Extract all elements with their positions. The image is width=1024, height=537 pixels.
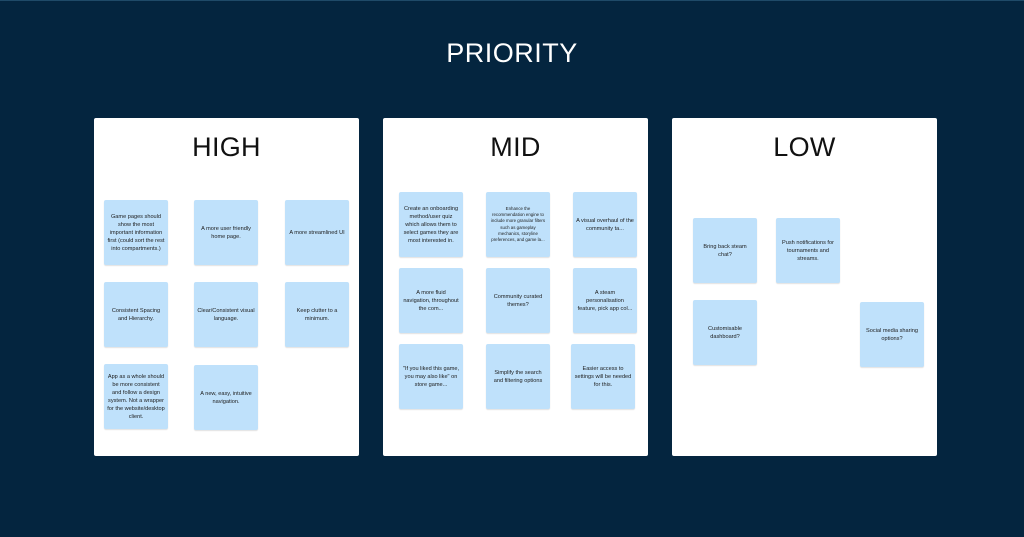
sticky-note[interactable]: Clear/Consistent visual language. — [194, 282, 258, 347]
sticky-note[interactable]: Bring back steam chat? — [693, 218, 757, 283]
sticky-note-text: Keep clutter to a minimum. — [296, 307, 338, 322]
sticky-note-text: Customisable dashboard? — [708, 325, 742, 340]
board-title-mid: MID — [490, 132, 541, 162]
sticky-note[interactable]: Easier access to settings will be needed… — [571, 344, 635, 409]
sticky-note-text: A steam personalisation feature, pick ap… — [577, 289, 633, 312]
board-title-low: LOW — [773, 132, 836, 162]
sticky-note[interactable]: "If you liked this game, you may also li… — [399, 344, 463, 409]
board-mid[interactable]: MID Create an onboarding method/user qui… — [383, 118, 648, 456]
sticky-note[interactable]: Customisable dashboard? — [693, 300, 757, 365]
sticky-note[interactable]: App as a whole should be more consistent… — [104, 364, 168, 429]
sticky-note[interactable]: Simplify the search and filtering option… — [486, 344, 550, 409]
sticky-note-text: Bring back steam chat? — [703, 243, 747, 258]
sticky-note[interactable]: A more streamlined UI — [285, 200, 349, 265]
sticky-note[interactable]: Social media sharing options? — [860, 302, 924, 367]
sticky-note[interactable]: Keep clutter to a minimum. — [285, 282, 349, 347]
sticky-note[interactable]: Push notifications for tournaments and s… — [776, 218, 840, 283]
sticky-note-text: A visual overhaul of the community ta... — [576, 217, 634, 232]
sticky-note[interactable]: A new, easy, intuitive navigation. — [194, 365, 258, 430]
board-low[interactable]: LOW Bring back steam chat? Push notifica… — [672, 118, 937, 456]
sticky-note-text: A new, easy, intuitive navigation. — [200, 390, 252, 405]
sticky-note-text: App as a whole should be more consistent… — [107, 373, 165, 420]
sticky-note-text: Enhance the recommendation engine to inc… — [490, 205, 546, 242]
sticky-note-text: Social media sharing options? — [866, 327, 918, 342]
sticky-note-text: Community curated themes? — [493, 293, 543, 308]
sticky-note-text: Game pages should show the most importan… — [107, 213, 165, 252]
board-high[interactable]: HIGH Game pages should show the most imp… — [94, 118, 359, 456]
sticky-note-text: Simplify the search and filtering option… — [493, 369, 543, 384]
sticky-note-text: Create an onboarding method/user quiz wh… — [403, 205, 459, 244]
sticky-note[interactable]: Create an onboarding method/user quiz wh… — [399, 192, 463, 257]
sticky-note-text: A more user friendly home page. — [201, 225, 251, 240]
sticky-note-text: Clear/Consistent visual language. — [197, 307, 255, 322]
sticky-note[interactable]: A more fluid navigation, throughout the … — [399, 268, 463, 333]
sticky-note[interactable]: Community curated themes? — [486, 268, 550, 333]
board-title-high: HIGH — [192, 132, 261, 162]
sticky-note-text: Easier access to settings will be needed… — [574, 365, 632, 388]
sticky-note[interactable]: A more user friendly home page. — [194, 200, 258, 265]
page-title: PRIORITY — [446, 38, 578, 68]
sticky-note[interactable]: A steam personalisation feature, pick ap… — [573, 268, 637, 333]
sticky-note-text: "If you liked this game, you may also li… — [402, 365, 460, 388]
sticky-note[interactable]: Game pages should show the most importan… — [104, 200, 168, 265]
sticky-note-text: Consistent Spacing and Hierarchy. — [111, 307, 161, 322]
sticky-note[interactable]: Enhance the recommendation engine to inc… — [486, 192, 550, 257]
sticky-note[interactable]: Consistent Spacing and Hierarchy. — [104, 282, 168, 347]
top-divider — [0, 0, 1024, 1]
sticky-note[interactable]: A visual overhaul of the community ta... — [573, 192, 637, 257]
sticky-note-text: Push notifications for tournaments and s… — [782, 239, 834, 262]
sticky-note-text: A more streamlined UI — [289, 229, 345, 236]
sticky-note-text: A more fluid navigation, throughout the … — [403, 289, 459, 312]
